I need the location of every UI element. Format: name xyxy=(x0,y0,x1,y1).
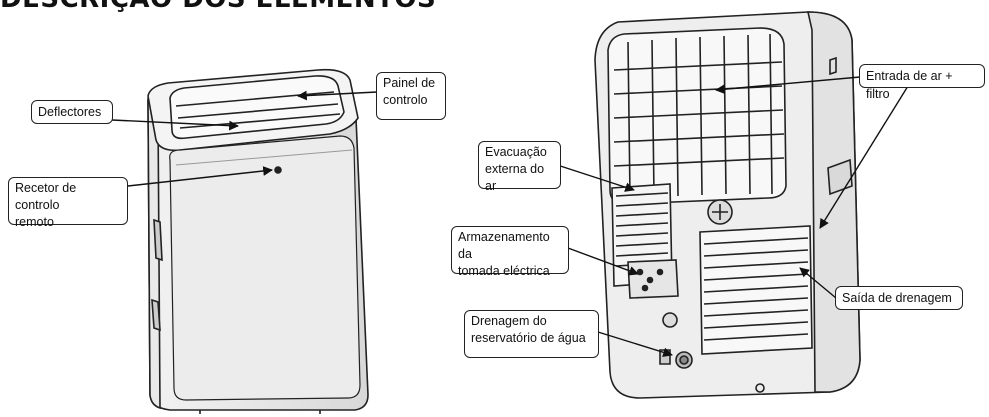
label-saida: Saída de drenagem xyxy=(842,291,952,305)
callout-evacuacao: Evacuação externa do ar xyxy=(478,141,561,193)
leader-drenagem-res xyxy=(597,331,673,358)
label-recetor-line2: remoto xyxy=(15,215,54,229)
rear-unit-drawing xyxy=(594,11,861,399)
label-painel-line1: Painel de xyxy=(383,76,436,90)
callout-recetor: Recetor de controlo remoto xyxy=(8,177,128,229)
label-drenagem-res-line2: reservatório de água xyxy=(471,331,586,345)
leader-lines xyxy=(111,76,909,358)
callout-armazenamento: Armazenamento da tomada eléctrica xyxy=(451,226,569,278)
label-armazenamento-line2: tomada eléctrica xyxy=(458,264,550,278)
callout-deflectores: Deflectores xyxy=(31,100,113,124)
leader-deflectores xyxy=(111,119,239,131)
label-entrada: Entrada de ar + filtro xyxy=(866,69,953,101)
page-title: DESCRIÇÃO DOS ELEMENTOS xyxy=(0,0,436,14)
label-drenagem-res-line1: Drenagem do xyxy=(471,314,547,328)
callout-painel: Painel de controlo xyxy=(376,72,446,120)
callout-saida: Saída de drenagem xyxy=(835,286,963,310)
leader-saida xyxy=(799,267,837,299)
front-unit-drawing xyxy=(147,68,369,414)
leader-recetor xyxy=(127,166,273,187)
leader-painel xyxy=(297,90,378,101)
leader-evacuacao xyxy=(547,161,635,192)
callout-drenagem-reservatorio: Drenagem do reservatório de água xyxy=(464,310,599,358)
leader-entrada-2 xyxy=(819,85,909,229)
leader-armazenamento xyxy=(567,247,639,276)
leader-entrada-1 xyxy=(715,76,861,95)
label-painel-line2: controlo xyxy=(383,93,428,107)
label-deflectores: Deflectores xyxy=(38,105,102,119)
label-evacuacao-line2: externa do ar xyxy=(485,162,545,193)
label-evacuacao-line1: Evacuação xyxy=(485,145,547,159)
callout-entrada: Entrada de ar + filtro xyxy=(859,64,985,101)
label-armazenamento-line1: Armazenamento da xyxy=(458,230,550,261)
label-recetor-line1: Recetor de controlo xyxy=(15,181,77,212)
